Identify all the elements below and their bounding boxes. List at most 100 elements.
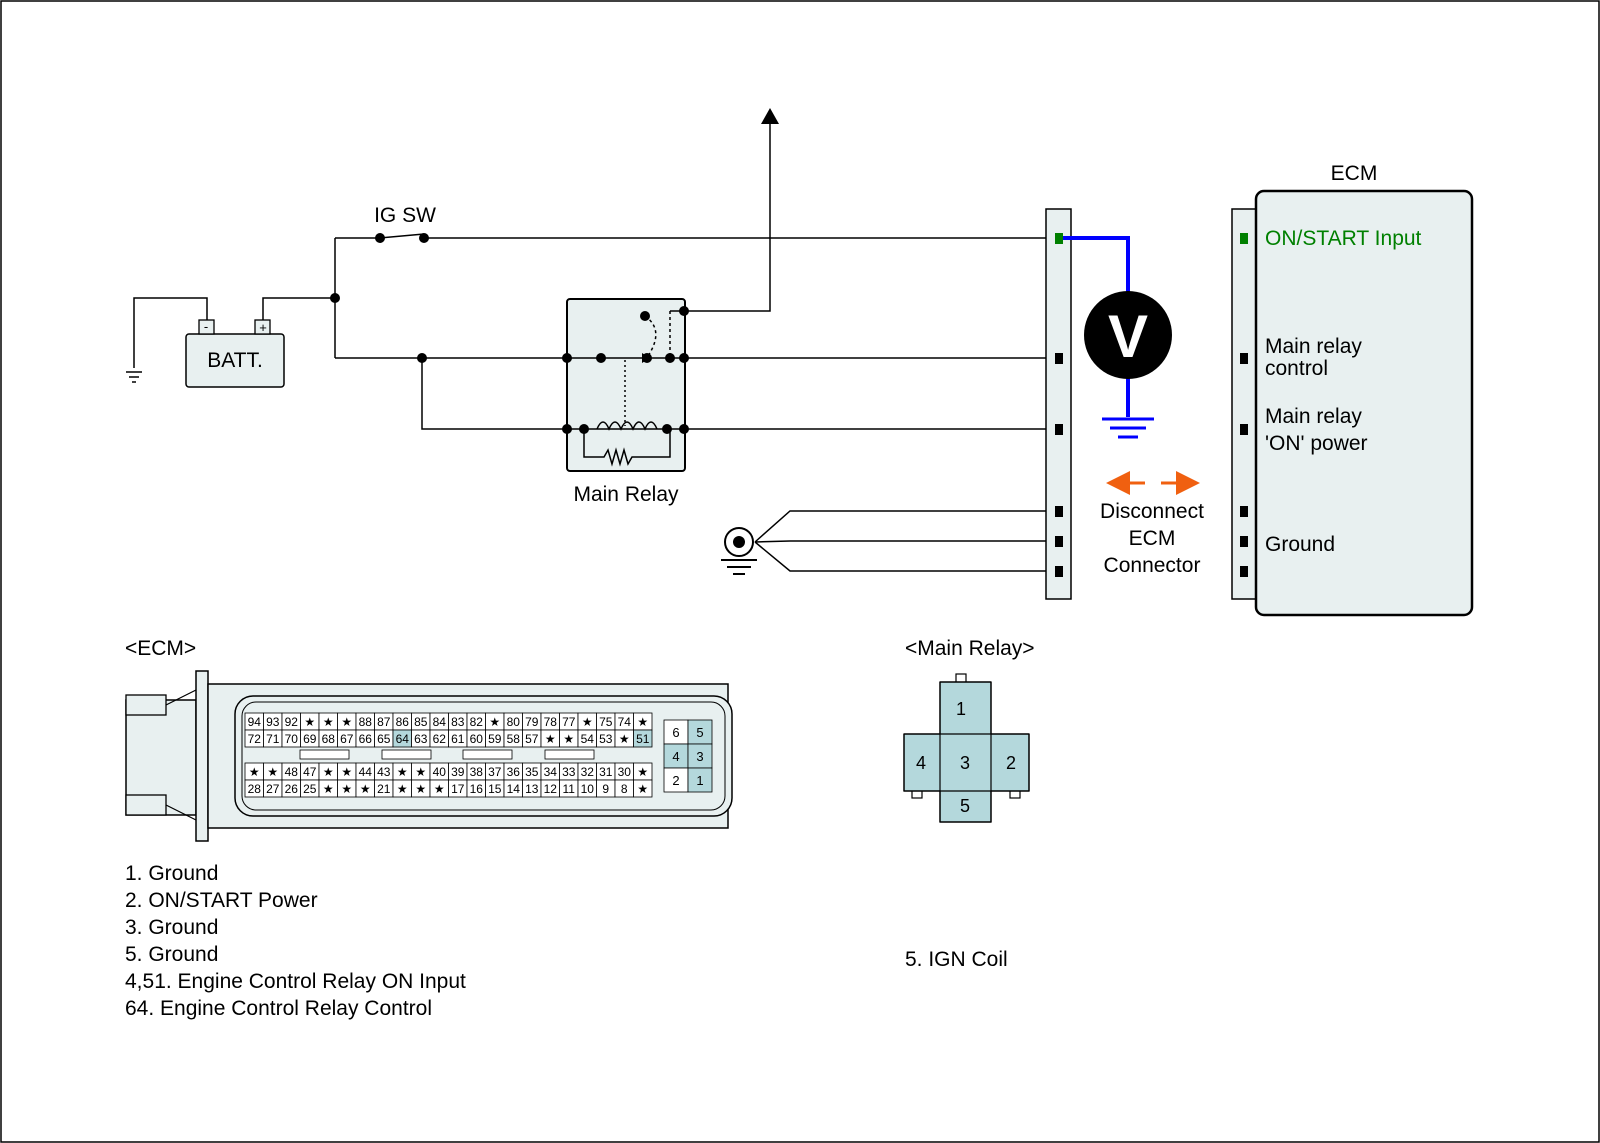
junction-dots: [330, 293, 427, 363]
ecm-small-pin-label: 3: [696, 749, 703, 764]
ecm-pin-label: 9: [602, 782, 609, 796]
ecm-pin-label: 72: [248, 732, 262, 746]
ecm-pin-label: 32: [581, 765, 595, 779]
ecm-pin-label: 21: [377, 782, 391, 796]
ecm-pin-label: ★: [563, 732, 574, 746]
ig-switch-contact-left: [375, 233, 385, 243]
ecm-title: ECM: [1331, 162, 1378, 185]
ecm-pin-label: 53: [599, 732, 613, 746]
ecm-pin-label: 15: [488, 782, 502, 796]
ecm-pin-label: 37: [488, 765, 502, 779]
continue-arrow: [761, 108, 779, 124]
ecm-pin-cell: [633, 729, 653, 748]
ecm-pin-label: 26: [285, 782, 299, 796]
ecm-pin-label: 54: [581, 732, 595, 746]
ecm-pin-cell: [633, 779, 653, 798]
ecm-pin-label: ★: [545, 732, 556, 746]
ecm-pin-label: 36: [507, 765, 521, 779]
main-relay-box: [566, 298, 686, 472]
ecm-small-pin-label: 2: [672, 773, 679, 788]
ecm-legend-item: 5. Ground: [125, 943, 218, 966]
ecm-connector-key: [544, 749, 595, 760]
ecm-small-pin-label: 4: [672, 749, 679, 764]
ecm-pin-label: 65: [377, 732, 391, 746]
ecm-legend-item: 1. Ground: [125, 862, 218, 885]
ecm-pin-label: 44: [359, 765, 373, 779]
ecm-pin-label: 39: [451, 765, 465, 779]
ecm-pin-label: ★: [323, 782, 334, 796]
ecm-pin-label: 87: [377, 715, 391, 729]
relay-nodes: [562, 306, 689, 434]
voltmeter-icon: [1084, 291, 1172, 379]
harness-pin-on-start: [1055, 233, 1063, 244]
ecm-pin-label: ★: [434, 782, 445, 796]
ecm-pin-label: 47: [303, 765, 317, 779]
ecm-pin-label: 30: [618, 765, 632, 779]
battery: [185, 333, 285, 388]
ecm-pin-label: 94: [248, 715, 262, 729]
ecm-connector-key: [299, 749, 350, 760]
ecm-pin-label: ★: [415, 765, 426, 779]
ecm-pin-label: 16: [470, 782, 484, 796]
battery-neg-terminal: [198, 319, 215, 335]
battery-neg-sign: -: [204, 319, 208, 334]
ecm-pin-label: 28: [248, 782, 262, 796]
ecm-pin-label: 92: [285, 715, 299, 729]
ecm-pin-label: ★: [582, 715, 593, 729]
relay-legend-item: 5. IGN Coil: [905, 948, 1008, 971]
ecm-pin-label: 57: [525, 732, 539, 746]
ig-switch-label: IG SW: [374, 204, 436, 227]
probe-ground-icon: [1102, 417, 1154, 439]
ecm-pin-label: ★: [415, 782, 426, 796]
ecm-pin-label: 66: [359, 732, 373, 746]
ecm-pin-label: ★: [489, 715, 500, 729]
ecm-pin-label: ★: [637, 765, 648, 779]
ecm-pin-relay-power-line1: Main relay: [1265, 405, 1362, 428]
disconnect-line-1: Disconnect: [1100, 500, 1204, 523]
wires: [133, 124, 1059, 572]
ecm-legend-item: 3. Ground: [125, 916, 218, 939]
ecm-pin-label: ★: [341, 715, 352, 729]
ecm-legend-item: 2. ON/START Power: [125, 889, 318, 912]
ecm-pin-label: ★: [637, 782, 648, 796]
ecm-pin-label: 58: [507, 732, 521, 746]
ecm-pin-label: 78: [544, 715, 558, 729]
ecm-pin-label: 43: [377, 765, 391, 779]
ig-switch-contact-right: [419, 233, 429, 243]
relay-pin-2: 2: [1006, 753, 1016, 773]
ecm-pin-label: ★: [397, 765, 408, 779]
ecm-pin-label: ★: [341, 765, 352, 779]
ecm-pin-label: 93: [266, 715, 280, 729]
ecm-pin-label: 51: [636, 732, 650, 746]
voltmeter-label: V: [1108, 303, 1148, 370]
ecm-pin-relay-control-line2: control: [1265, 357, 1328, 380]
ecm-pin-on-start: [1240, 233, 1248, 244]
ecm-small-pin-cell: [687, 767, 713, 793]
ecm-pin-label: ★: [341, 782, 352, 796]
ecm-pin-label: 33: [562, 765, 576, 779]
relay-pin-5: 5: [960, 796, 970, 816]
ecm-small-pin-cell: [687, 719, 713, 745]
relay-connector-shape: [903, 673, 1030, 823]
ecm-connector-key: [381, 749, 432, 760]
relay-pin-4: 4: [916, 753, 926, 773]
ecm-pin-label: ★: [619, 732, 630, 746]
ecm-pin-label: 48: [285, 765, 299, 779]
chassis-ground-icon: [721, 527, 757, 575]
battery-ground-icon: [126, 371, 142, 383]
ecm-pin-ground-label: Ground: [1265, 533, 1335, 556]
ecm-pin-label: 27: [266, 782, 280, 796]
ecm-pin-label: 25: [303, 782, 317, 796]
ecm-pin-label: ★: [249, 765, 260, 779]
ecm-pin-label: 82: [470, 715, 484, 729]
ecm-small-pin-label: 5: [696, 725, 703, 740]
ecm-pin-label: 74: [618, 715, 632, 729]
relay-connector-title: <Main Relay>: [905, 637, 1035, 660]
ecm-pin-label: ★: [267, 765, 278, 779]
harness-connector: [1045, 208, 1072, 600]
ecm-pin-label: 10: [581, 782, 595, 796]
ecm-pin-label: 61: [451, 732, 465, 746]
ecm-pin-label: 83: [451, 715, 465, 729]
